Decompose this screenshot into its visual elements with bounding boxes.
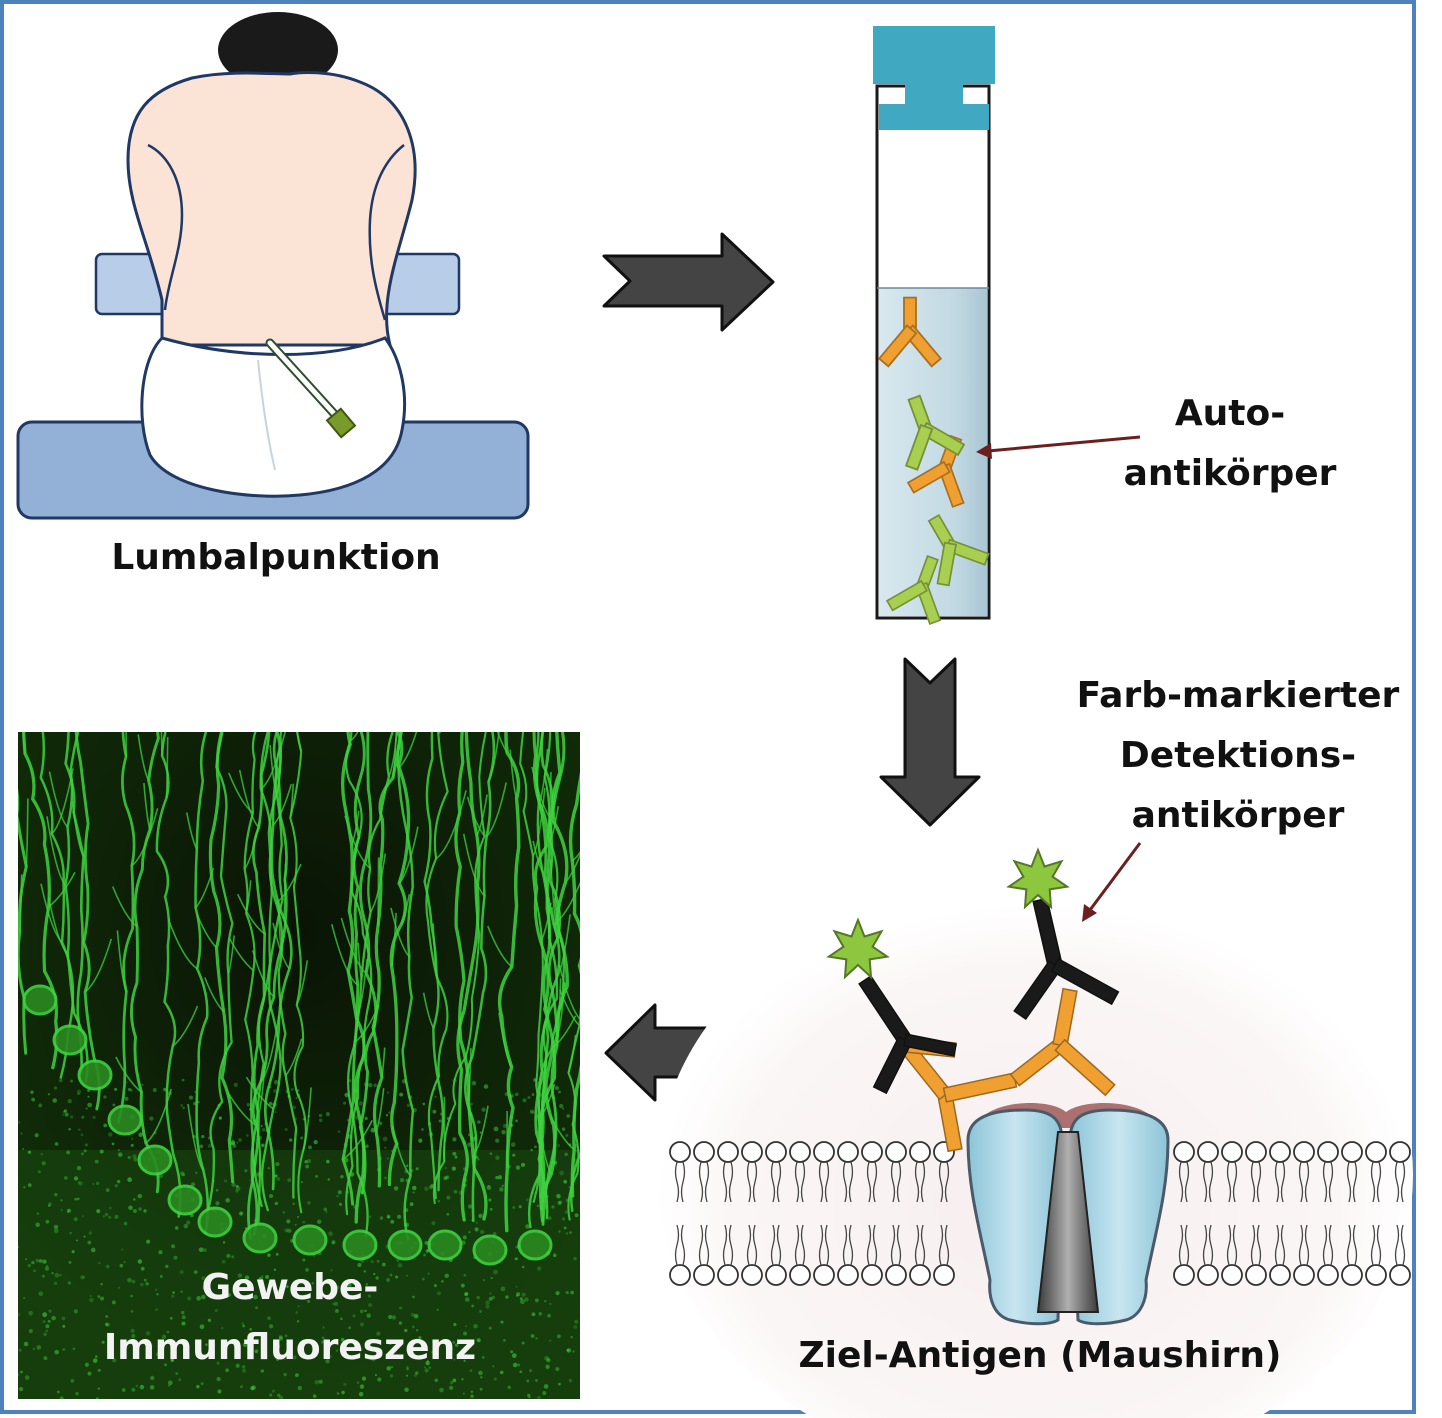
igg-antibody-icon (904, 394, 966, 471)
back-contour-right (368, 144, 405, 321)
patient-illustration (16, 12, 530, 520)
label-detection-2: Detektions- (1119, 735, 1357, 776)
autoantibody-pointer (976, 435, 1141, 459)
label-target-antigen: Ziel-Antigen (Maushirn) (798, 1335, 1282, 1376)
igg-antibody-icon (885, 554, 942, 625)
label-lumbar-puncture: Lumbalpunktion (111, 537, 441, 578)
stained-cell-bodies (22, 984, 553, 1266)
autoantibody-icon (877, 296, 943, 368)
label-detection-1: Farb-markierter (1076, 675, 1400, 716)
antibodies-in-csf (877, 296, 990, 625)
bound-antibody-complex (826, 847, 1120, 1153)
fluorophore-star-icon (1006, 847, 1070, 910)
fluorophore-star-icon (826, 917, 890, 980)
arrow-down-icon (879, 657, 981, 827)
tissue-immunofluorescence-image (18, 732, 580, 1399)
back-contour-left (147, 143, 184, 311)
target-antigen-scene (657, 847, 1413, 1418)
puncture-needle (265, 338, 357, 439)
ion-channel (966, 1102, 1170, 1326)
underwear-fold (257, 359, 276, 471)
patient-back (126, 71, 417, 347)
tube-cap (873, 26, 995, 130)
patient-underwear (140, 336, 407, 498)
detection-antibody-pointer (1082, 842, 1142, 922)
arrow-right-icon (602, 232, 775, 332)
label-autoantibody-1: Auto- (1174, 393, 1286, 434)
lipid-bilayer (669, 1141, 1411, 1286)
label-tissue-1: Gewebe- (201, 1267, 379, 1308)
label-autoantibody-2: antikörper (1123, 453, 1337, 494)
label-detection-3: antikörper (1131, 795, 1345, 836)
patient-head (218, 12, 338, 88)
igg-antibody-icon (927, 513, 990, 587)
label-tissue-2: Immunfluoreszenz (103, 1327, 477, 1368)
